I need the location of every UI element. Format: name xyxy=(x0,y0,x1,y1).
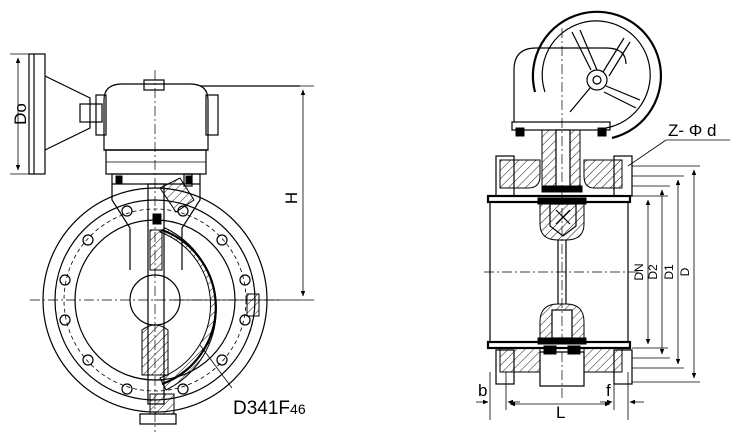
model-label: D341F46 xyxy=(233,398,306,419)
gearbox-front xyxy=(511,47,627,137)
dimension-bottom: b L f xyxy=(476,372,644,422)
valve-body-right xyxy=(486,194,633,387)
dim-h-label: H xyxy=(282,192,301,204)
model-main: D341F xyxy=(233,398,290,419)
dim-l-label: L xyxy=(556,403,565,422)
dimension-dn: DN xyxy=(632,199,651,345)
dimension-h: H xyxy=(170,85,314,301)
dimension-do: Do xyxy=(10,53,30,175)
dimension-bolt-holes: Z- Φ d xyxy=(627,121,730,167)
dim-bolt-holes-label: Z- Φ d xyxy=(668,121,717,140)
dim-d2-label: D2 xyxy=(646,264,660,280)
model-sub: 46 xyxy=(290,401,306,417)
dimension-d2: D2 xyxy=(646,189,665,355)
dim-d-label: D xyxy=(678,267,692,276)
right-view: DN D2 D1 D Z- Φ d xyxy=(476,10,730,422)
valve-neck xyxy=(495,129,633,197)
dim-f-label: f xyxy=(606,381,611,400)
seat-section xyxy=(159,227,260,391)
handwheel-face xyxy=(531,10,663,140)
dim-do-label: Do xyxy=(11,103,30,125)
dim-b-label: b xyxy=(478,381,487,400)
dim-d1-label: D1 xyxy=(662,264,676,280)
left-view: Do xyxy=(10,53,314,432)
gearbox xyxy=(95,79,300,185)
dimension-d1: D1 xyxy=(662,179,681,365)
dim-dn-label: DN xyxy=(632,263,646,280)
dimension-d: D xyxy=(678,169,697,379)
handwheel-edge xyxy=(28,53,103,175)
